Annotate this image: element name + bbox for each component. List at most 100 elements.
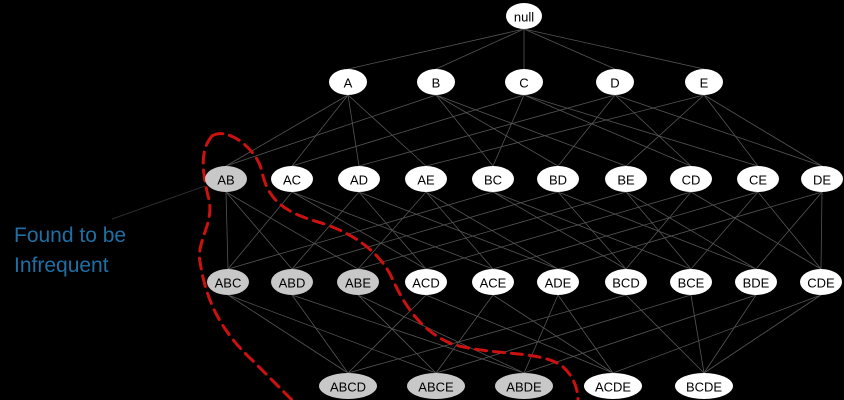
edge-ACD-ABCD — [347, 294, 427, 374]
node-ellipse — [670, 166, 712, 192]
edge-BD-BDE — [557, 191, 757, 270]
edge-E-BE — [625, 94, 705, 167]
edge-CD-CDE — [690, 191, 822, 270]
itemset-node-abd: ABD — [271, 269, 313, 295]
edge-null-A — [347, 28, 525, 70]
node-label: ADE — [545, 276, 572, 291]
node-label: E — [700, 76, 709, 91]
edge-D-CD — [614, 94, 692, 167]
itemset-node-abcd: ABCD — [319, 373, 377, 399]
itemset-node-bd: BD — [537, 166, 579, 192]
node-ellipse — [405, 269, 447, 295]
edge-AC-ACE — [291, 191, 494, 270]
node-label: ABDE — [506, 380, 542, 395]
itemset-node-ac: AC — [271, 166, 313, 192]
node-ellipse — [329, 69, 367, 95]
infrequent-boundary-dashed-line-left — [197, 134, 294, 400]
node-ellipse — [801, 166, 843, 192]
node-ellipse — [207, 269, 249, 295]
node-label: ABCD — [330, 380, 366, 395]
itemset-node-ad: AD — [338, 166, 380, 192]
itemset-node-null: null — [506, 3, 542, 29]
node-label: BD — [549, 173, 567, 188]
edge-BD-ABD — [291, 191, 559, 270]
caption-line-1: Found to be — [14, 224, 127, 247]
edge-D-DE — [614, 94, 823, 167]
itemset-node-be: BE — [605, 166, 647, 192]
node-label: BCE — [678, 276, 705, 291]
node-ellipse — [675, 373, 733, 399]
node-ellipse — [537, 269, 579, 295]
itemset-node-acde: ACDE — [584, 373, 642, 399]
itemset-node-de: DE — [801, 166, 843, 192]
itemset-node-d: D — [596, 69, 634, 95]
node-label: CE — [749, 173, 767, 188]
edge-ABE-ABDE — [357, 294, 525, 374]
node-label: BCDE — [686, 380, 722, 395]
edge-AB-ABE — [225, 191, 359, 270]
edge-null-D — [523, 28, 616, 70]
edge-AE-ADE — [425, 191, 559, 270]
node-ellipse — [735, 269, 777, 295]
edge-E-AE — [425, 94, 705, 167]
edge-E-DE — [703, 94, 823, 167]
edge-B-AB — [225, 94, 437, 167]
node-label: ABC — [215, 276, 242, 291]
node-label: C — [519, 76, 528, 91]
edge-BCD-ABCD — [347, 294, 627, 374]
node-ellipse — [685, 69, 723, 95]
node-ellipse — [337, 269, 379, 295]
itemset-node-b: B — [417, 69, 455, 95]
edge-BC-BCD — [492, 191, 627, 270]
edge-DE-CDE — [820, 191, 823, 270]
edge-BE-BDE — [625, 191, 757, 270]
edge-AD-ADE — [358, 191, 559, 270]
edge-B-BD — [435, 94, 559, 167]
itemset-node-a: A — [329, 69, 367, 95]
itemset-node-cd: CD — [670, 166, 712, 192]
edge-ADE-ABDE — [523, 294, 559, 374]
itemset-node-ace: ACE — [472, 269, 514, 295]
itemset-node-abe: ABE — [337, 269, 379, 295]
node-label: BDE — [743, 276, 770, 291]
node-label: ABD — [279, 276, 306, 291]
itemset-node-bc: BC — [472, 166, 514, 192]
edge-ABC-ABCE — [227, 294, 437, 374]
edge-CD-ACD — [425, 191, 692, 270]
infrequent-boundary-dashed-line — [210, 132, 580, 400]
node-label: AE — [417, 173, 435, 188]
caption-pointer-line — [111, 185, 206, 220]
itemset-node-ce: CE — [737, 166, 779, 192]
edge-D-BD — [557, 94, 616, 167]
node-label: ACD — [412, 276, 439, 291]
node-ellipse — [495, 373, 553, 399]
node-ellipse — [417, 69, 455, 95]
edge-BC-ABC — [227, 191, 494, 270]
edge-C-CD — [523, 94, 692, 167]
node-ellipse — [670, 269, 712, 295]
node-ellipse — [472, 269, 514, 295]
edge-AB-ABD — [225, 191, 293, 270]
caption-line-2: Infrequent — [14, 254, 109, 277]
node-ellipse — [584, 373, 642, 399]
itemset-node-abc: ABC — [207, 269, 249, 295]
edge-ABD-ABDE — [291, 294, 525, 374]
node-ellipse — [596, 69, 634, 95]
edge-AB-ABC — [225, 191, 229, 270]
edge-C-BC — [492, 94, 525, 167]
node-label: CD — [682, 173, 701, 188]
edge-BCE-BCDE — [690, 294, 705, 374]
edge-DE-ADE — [557, 191, 823, 270]
edge-BCD-BCDE — [625, 294, 705, 374]
node-ellipse — [472, 166, 514, 192]
edge-BE-BCE — [625, 191, 692, 270]
node-ellipse — [605, 269, 647, 295]
edge-CE-CDE — [757, 191, 822, 270]
edge-ABE-ABCE — [357, 294, 437, 374]
edge-BC-BCE — [492, 191, 692, 270]
edge-CDE-ACDE — [612, 294, 822, 374]
edge-BDE-ABDE — [523, 294, 757, 374]
node-ellipse — [506, 3, 542, 29]
